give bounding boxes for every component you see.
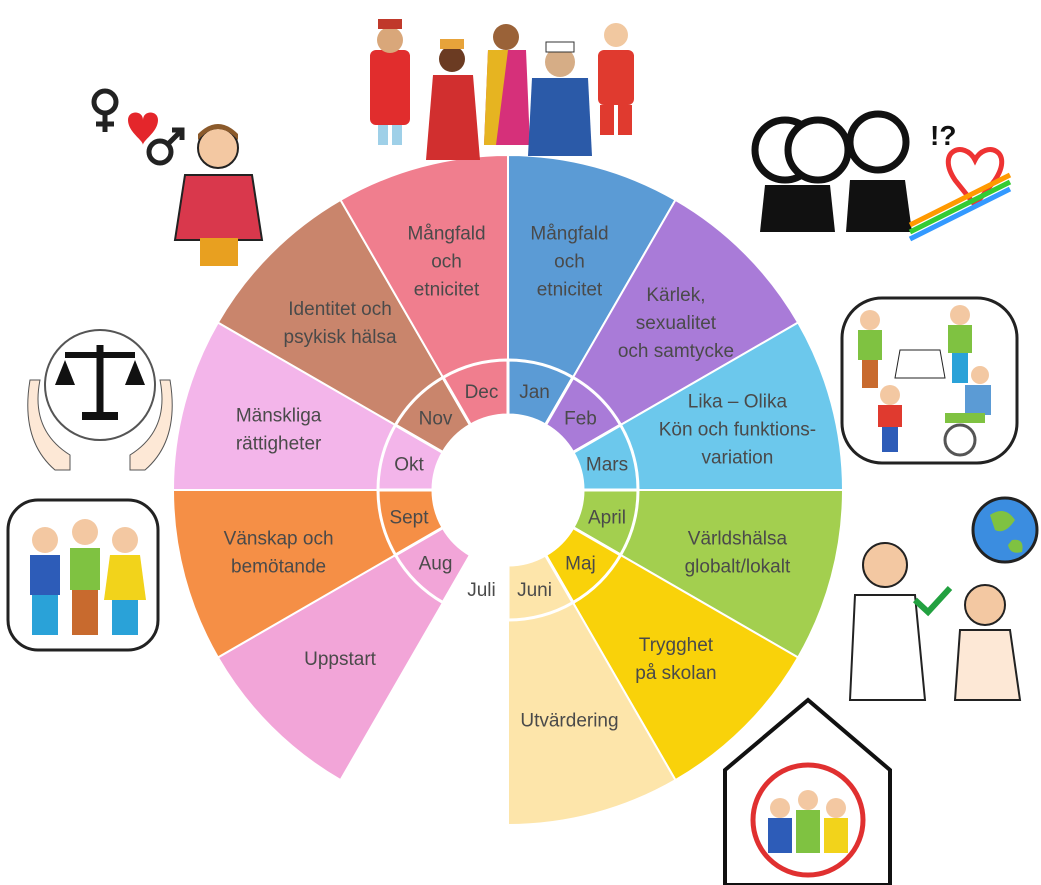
school-house-icon: [723, 697, 892, 885]
theme-line: på skolan: [635, 663, 716, 684]
theme-line: Mångfald: [530, 224, 608, 245]
month-label: Juni: [517, 580, 552, 601]
people-of-different-cultures-icon: [370, 19, 634, 160]
theme-line: Identitet och: [288, 299, 392, 320]
theme-label: Mänskliga rättigheter: [236, 406, 322, 455]
couple-and-rainbow-heart-icon: !?: [751, 110, 1012, 242]
theme-line: bemötande: [231, 556, 326, 577]
scales-of-justice-icon: [27, 329, 173, 471]
theme-line: Lika – Olika: [688, 392, 788, 413]
theme-line: sexualitet: [636, 313, 717, 334]
theme-line: psykisk hälsa: [284, 327, 397, 348]
theme-line: och samtycke: [618, 341, 734, 362]
wheel-sector-dec: Dec Mångfald och etnicitet: [339, 153, 510, 428]
wheel-center: [436, 418, 580, 562]
person-icon: [173, 124, 264, 266]
month-label: Jan: [519, 382, 550, 403]
theme-label: Vänskap och bemötande: [224, 528, 334, 577]
theme-line: Kön och funktions-: [659, 420, 816, 441]
theme-line: globalt/lokalt: [685, 556, 791, 577]
month-label: Maj: [565, 553, 596, 574]
earth-and-doctor-icon: [848, 496, 1039, 701]
month-label: Aug: [419, 553, 453, 574]
month-label: Dec: [465, 382, 499, 403]
theme-line: Kärlek,: [646, 285, 705, 306]
month-label: Mars: [586, 454, 628, 475]
theme-line: Uppstart: [304, 649, 377, 670]
group-of-friends-icon: [6, 498, 160, 652]
theme-label: Kärlek, sexualitet och samtycke: [618, 285, 734, 362]
theme-label: Mångfald och etnicitet: [407, 224, 485, 301]
month-label: April: [588, 508, 626, 529]
theme-line: och: [554, 252, 585, 273]
theme-label: Uppstart: [304, 649, 377, 670]
theme-line: Vänskap och: [224, 528, 334, 549]
month-label: Okt: [394, 454, 424, 475]
theme-line: rättigheter: [236, 434, 322, 455]
theme-label: Mångfald och etnicitet: [530, 224, 608, 301]
theme-line: Mångfald: [407, 224, 485, 245]
theme-label: Identitet och psykisk hälsa: [284, 299, 397, 348]
theme-line: och: [431, 252, 462, 273]
theme-line: etnicitet: [414, 280, 480, 301]
month-label: Sept: [389, 508, 429, 529]
month-label: Feb: [564, 409, 597, 430]
svg-text:!?: !?: [930, 120, 956, 151]
theme-line: variation: [701, 448, 773, 469]
people-with-disabilities-icon: [840, 296, 1019, 465]
wheel-sector-jan: Jan Mångfald och etnicitet: [506, 153, 677, 428]
wheel-sector-okt: Okt Mänskliga rättigheter: [171, 321, 446, 492]
gender-symbols-icon: [91, 88, 185, 166]
month-label: Nov: [419, 409, 453, 430]
month-label: Juli: [467, 580, 496, 601]
theme-label: Världshälsa globalt/lokalt: [685, 528, 791, 577]
theme-line: etnicitet: [537, 280, 603, 301]
theme-line: Utvärdering: [520, 710, 618, 731]
theme-label: Utvärdering: [520, 710, 618, 731]
theme-line: Världshälsa: [688, 528, 788, 549]
theme-line: Trygghet: [639, 635, 714, 656]
theme-line: Mänskliga: [236, 406, 322, 427]
theme-label: Trygghet på skolan: [635, 635, 716, 684]
sector-month-band: [440, 358, 510, 428]
